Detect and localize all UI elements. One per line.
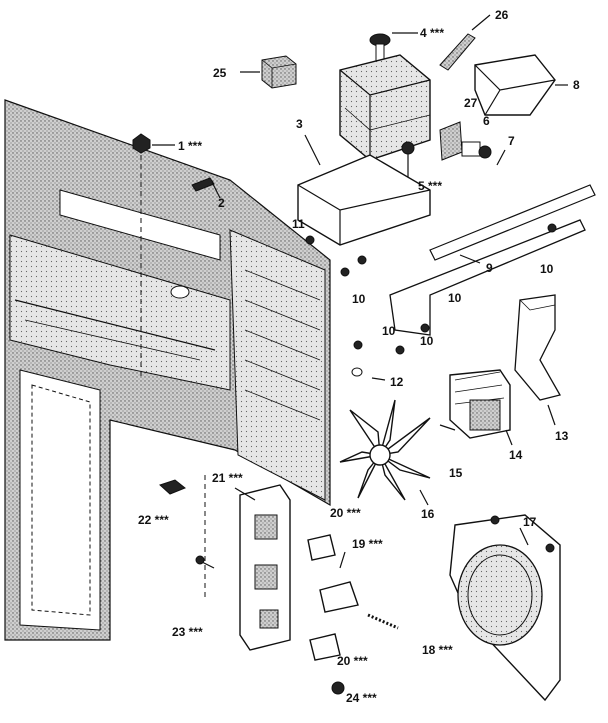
switches	[307, 534, 359, 661]
part-27-6-7-cutout	[439, 121, 506, 166]
label-part-13: 13	[555, 429, 569, 443]
label-part-3: 3	[296, 117, 303, 131]
oven-cavity	[4, 99, 331, 641]
label-part-6: 6	[483, 114, 490, 128]
label-part-20-a: 20 ***	[330, 506, 361, 520]
label-part-10-e: 10	[382, 324, 396, 338]
part-labels: 1 *** 2 3 4 *** 5 *** 6 7 8 9 10 10 10 1…	[138, 8, 580, 705]
label-part-10-c: 10	[448, 291, 462, 305]
part-16-fan-blade	[339, 399, 431, 506]
label-part-5: 5 ***	[418, 179, 442, 193]
part-26-hose	[439, 14, 491, 71]
label-part-11: 11	[292, 217, 305, 231]
part-13-motor-bracket	[514, 294, 561, 426]
label-part-19: 19 ***	[352, 537, 383, 551]
label-part-2: 2	[218, 196, 225, 210]
label-part-10-a: 10	[540, 262, 554, 276]
part-9-rail	[389, 184, 596, 336]
part-4-antenna	[369, 32, 418, 67]
part-2-screw	[191, 177, 221, 199]
label-part-10-b: 10	[352, 292, 366, 306]
label-part-21: 21 ***	[212, 471, 243, 485]
label-part-7: 7	[508, 134, 515, 148]
label-part-14: 14	[509, 448, 523, 462]
label-part-25: 25	[213, 66, 227, 80]
label-part-4: 4 ***	[420, 26, 444, 40]
part-8-duct-cover	[474, 54, 568, 116]
label-part-18: 18 ***	[422, 643, 453, 657]
part-14-fan-motor	[439, 369, 513, 446]
part-25-block	[240, 55, 297, 89]
label-part-8: 8	[573, 78, 580, 92]
label-part-17: 17	[523, 515, 537, 529]
part-21-switch-bracket	[234, 484, 291, 651]
part-17-fan-shroud	[449, 514, 561, 702]
label-part-27: 27	[464, 96, 478, 110]
label-part-12: 12	[390, 375, 404, 389]
small-hardware	[159, 475, 399, 695]
screw-set	[305, 223, 557, 381]
label-part-9: 9	[486, 261, 493, 275]
label-part-23: 23 ***	[172, 625, 203, 639]
part-5-magnetron	[339, 54, 431, 180]
part-1-nut	[132, 133, 175, 380]
label-part-26: 26	[495, 8, 509, 22]
label-part-20-b: 20 ***	[337, 654, 368, 668]
label-part-22: 22 ***	[138, 513, 169, 527]
label-part-16: 16	[421, 507, 435, 521]
label-part-24: 24 ***	[346, 691, 377, 705]
label-part-1: 1 ***	[178, 139, 202, 153]
label-part-10-d: 10	[420, 334, 434, 348]
label-part-15: 15	[449, 466, 463, 480]
part-3-waveguide	[297, 134, 431, 246]
